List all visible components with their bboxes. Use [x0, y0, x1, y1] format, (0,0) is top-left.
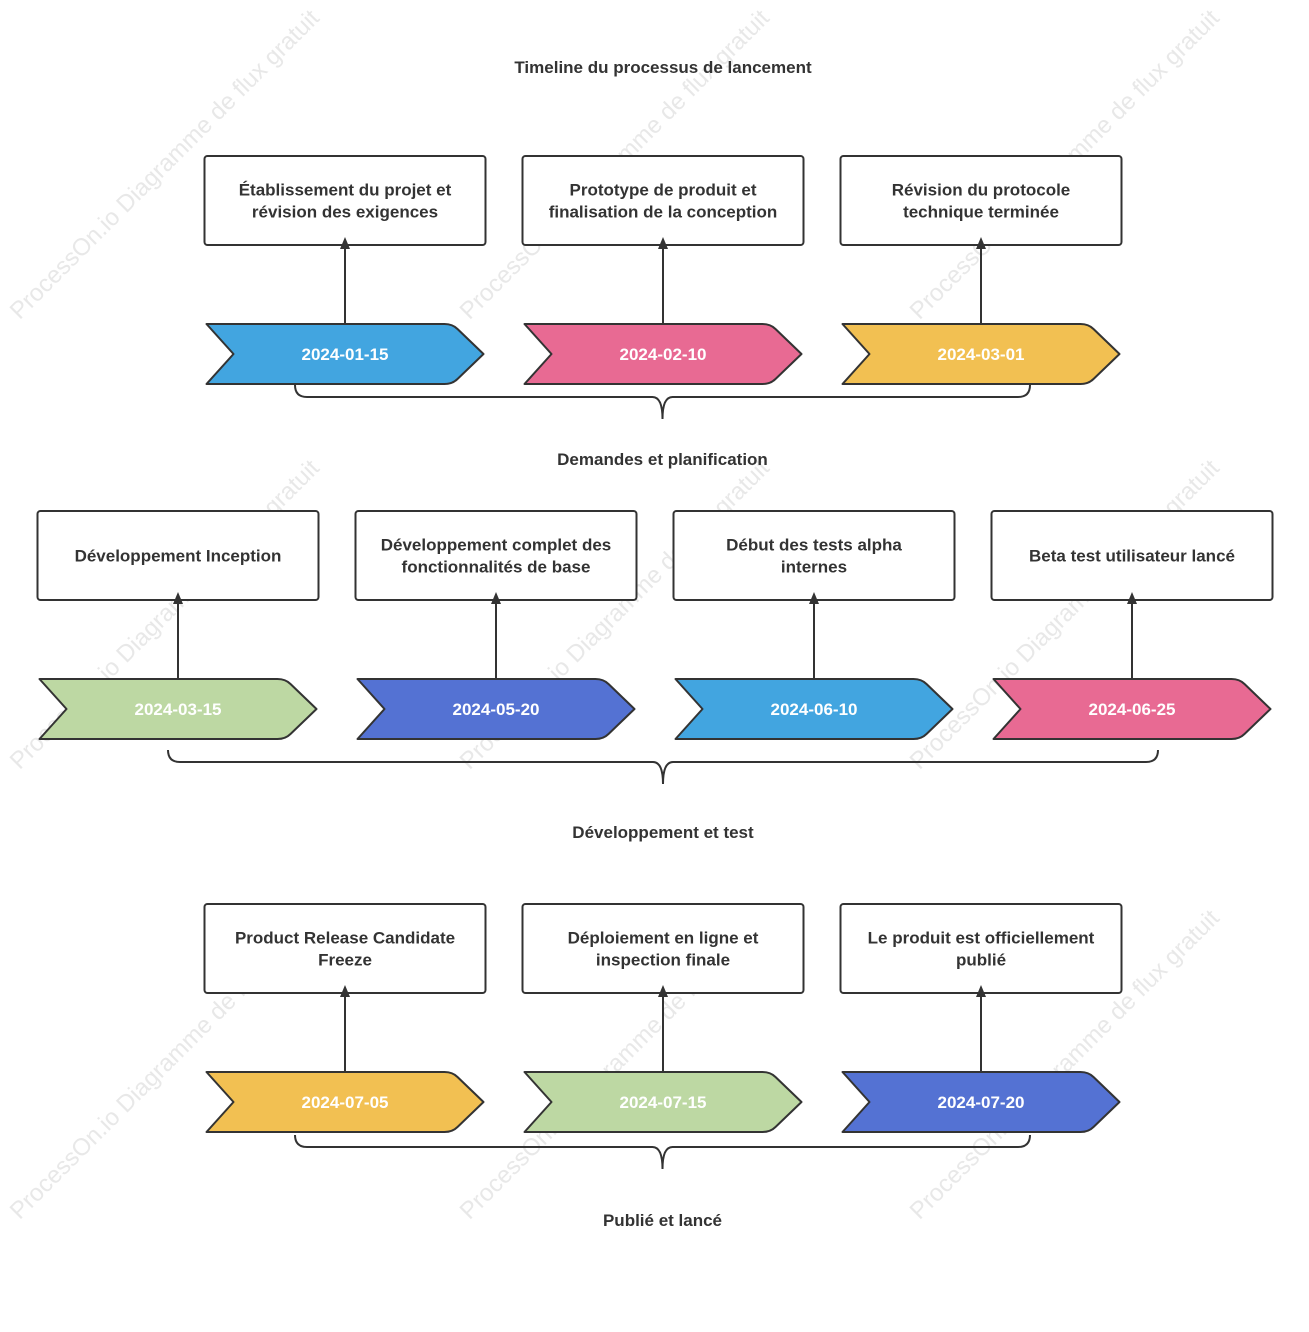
milestone-card[interactable] — [521, 155, 805, 246]
milestone-date: 2024-06-25 — [1089, 700, 1176, 719]
milestone-description: internes — [781, 558, 847, 577]
milestone-description: Développement Inception — [75, 547, 282, 566]
milestone: Révision du protocole technique terminée 2… — [839, 155, 1123, 385]
phase-group: Développement Inception2024-03-15Dévelop… — [36, 510, 1274, 842]
milestone-date: 2024-03-01 — [938, 345, 1025, 364]
milestone-date: 2024-03-15 — [135, 700, 222, 719]
milestone-description: Beta test utilisateur lancé — [1029, 547, 1235, 566]
milestone-description: inspection finale — [596, 951, 730, 970]
date-chevron[interactable] — [841, 323, 1121, 385]
milestone-card[interactable] — [354, 510, 638, 601]
milestone-date: 2024-05-20 — [453, 700, 540, 719]
milestone-description: Révision du protocole — [892, 181, 1071, 200]
milestone: Beta test utilisateur lancé 2024-06-25 — [990, 510, 1274, 740]
milestone-description: finalisation de la conception — [549, 203, 778, 222]
milestone: Établissement du projet et révision des e… — [203, 155, 487, 385]
date-chevron[interactable] — [205, 323, 485, 385]
milestone-card[interactable] — [203, 155, 487, 246]
phase-label: Demandes et planification — [557, 450, 768, 469]
date-chevron[interactable] — [523, 323, 803, 385]
milestone-description: Product Release Candidate — [235, 929, 455, 948]
phase-label: Développement et test — [572, 823, 754, 842]
date-chevron[interactable] — [205, 1071, 485, 1133]
milestone-description: publié — [956, 951, 1006, 970]
date-chevron[interactable] — [523, 1071, 803, 1133]
milestone-date: 2024-07-20 — [938, 1093, 1025, 1112]
milestone-description: Établissement du projet et — [239, 181, 452, 200]
date-chevron[interactable] — [674, 678, 954, 740]
milestone-card[interactable] — [839, 155, 1123, 246]
milestone: Début des tests alpha internes 2024-06-10 — [672, 510, 956, 740]
milestone-description: technique terminée — [903, 203, 1059, 222]
phase-group: Établissement du projet et révision des e… — [203, 155, 1123, 469]
milestone-date: 2024-06-10 — [771, 700, 858, 719]
milestone-date: 2024-01-15 — [302, 345, 389, 364]
milestone-card[interactable] — [521, 903, 805, 994]
diagram-title: Timeline du processus de lancement — [514, 58, 812, 77]
date-chevron[interactable] — [38, 678, 318, 740]
milestone-description: Début des tests alpha — [726, 536, 902, 555]
milestone-card[interactable] — [672, 510, 956, 601]
milestone-date: 2024-07-15 — [620, 1093, 707, 1112]
milestone: Prototype de produit et finalisation de l… — [521, 155, 805, 385]
milestone-date: 2024-07-05 — [302, 1093, 389, 1112]
milestone-description: Prototype de produit et — [570, 181, 757, 200]
milestone-description: Freeze — [318, 951, 372, 970]
milestone-description: Le produit est officiellement — [868, 929, 1095, 948]
milestone: Déploiement en ligne et inspection finale… — [521, 903, 805, 1133]
milestone: Développement complet des fonctionnalités… — [354, 510, 638, 740]
milestone: Développement Inception 2024-03-15 — [36, 510, 320, 740]
milestone-date: 2024-02-10 — [620, 345, 707, 364]
date-chevron[interactable] — [841, 1071, 1121, 1133]
phase-brace — [294, 1134, 1031, 1170]
date-chevron[interactable] — [992, 678, 1272, 740]
milestone-description: fonctionnalités de base — [402, 558, 591, 577]
milestone-description: Développement complet des — [381, 536, 612, 555]
milestone: Le produit est officiellement publié 2024-… — [839, 903, 1123, 1133]
milestone-description: Déploiement en ligne et — [568, 929, 759, 948]
date-chevron[interactable] — [356, 678, 636, 740]
milestone-card[interactable] — [839, 903, 1123, 994]
milestone-description: révision des exigences — [252, 203, 438, 222]
milestone-card[interactable] — [203, 903, 487, 994]
phase-brace — [294, 384, 1031, 420]
phase-label: Publié et lancé — [603, 1211, 722, 1230]
phase-brace — [167, 749, 1159, 785]
